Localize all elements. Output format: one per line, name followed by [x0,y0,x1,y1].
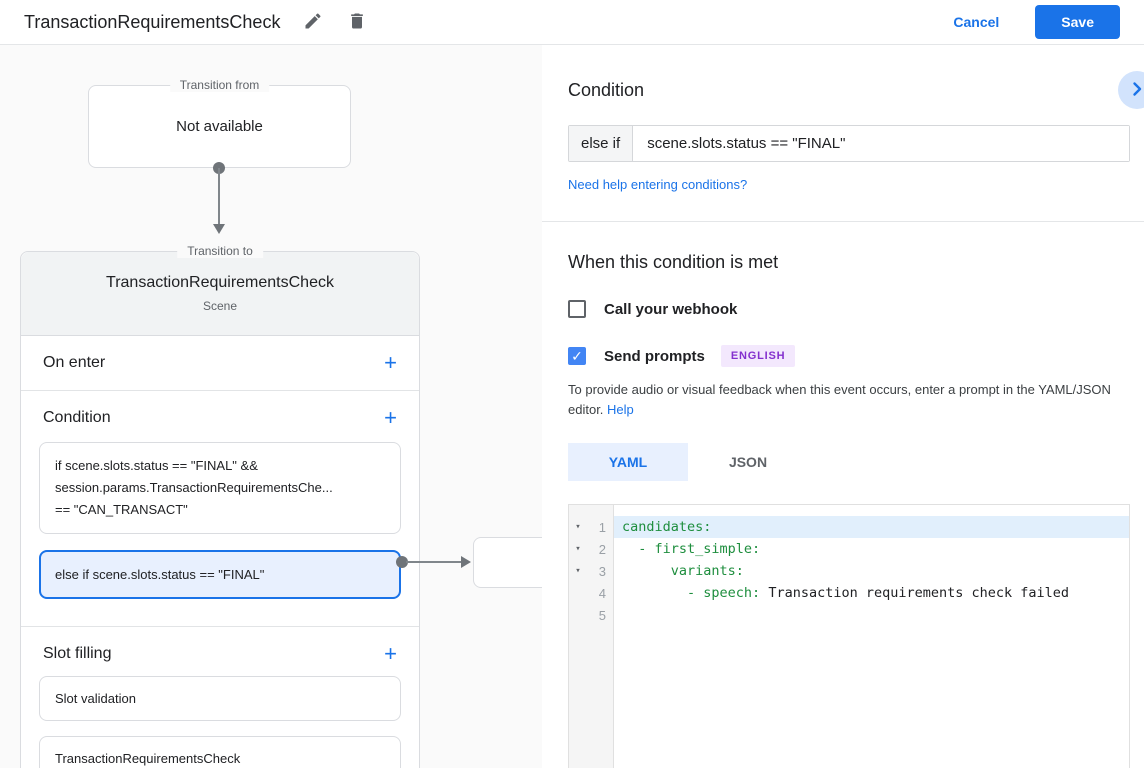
add-condition-button[interactable]: + [384,405,397,430]
condition-if-card[interactable]: if scene.slots.status == "FINAL" && sess… [39,442,401,534]
condition-label: Condition [43,409,111,426]
conditions-help-link[interactable]: Need help entering conditions? [568,177,748,192]
slot-filling-section-header: Slot filling + [21,627,419,676]
connector-dot-right [396,556,408,568]
line-number: 3 [598,563,606,579]
page-title: TransactionRequirementsCheck [24,11,281,32]
slot-validation-card[interactable]: Slot validation [39,676,401,721]
condition-if-line: == "CAN_TRANSACT" [55,502,188,517]
line-number: 1 [598,519,606,535]
delete-scene-button[interactable] [346,11,368,33]
prompt-description: To provide audio or visual feedback when… [568,380,1130,420]
panel-header: Condition [568,71,1144,109]
condition-input-group: else if [568,125,1130,162]
editor-gutter: ▾ 1 ▾ 2 ▾ 3 4 5 [569,505,614,768]
call-webhook-row[interactable]: Call your webhook [568,300,1130,318]
language-badge: ENGLISH [720,345,796,367]
code-line[interactable] [614,604,1129,626]
line-number: 5 [598,607,606,623]
trash-icon [347,11,367,34]
when-condition-met-title: When this condition is met [568,252,779,272]
pencil-icon [303,11,323,34]
connector-hline [406,561,462,563]
send-prompts-label: Send prompts [604,347,705,365]
fold-arrow-icon[interactable]: ▾ [575,566,581,576]
scene-diagram-canvas: Transition from Not available Transition… [0,45,542,768]
send-prompts-row[interactable]: ✓ Send prompts ENGLISH [568,345,1130,367]
slot-transaction-card[interactable]: TransactionRequirementsCheck [39,736,401,768]
divider [21,626,419,627]
prompt-description-text: To provide audio or visual feedback when… [568,382,1111,417]
connector-arrow-down-icon [213,224,225,234]
scene-card-title: TransactionRequirementsCheck [106,274,334,291]
condition-if-line: if scene.slots.status == "FINAL" && [55,458,258,473]
connector-arrow-right-icon [461,556,471,568]
prompt-help-link[interactable]: Help [607,402,634,417]
condition-editor-panel: Condition else if Need help entering con… [542,45,1144,768]
code-line[interactable]: - speech: Transaction requirements check… [687,585,1070,601]
panel-title: Condition [568,80,645,100]
connector-vline [218,168,220,225]
on-enter-label: On enter [43,354,106,371]
divider [21,390,419,391]
code-editor: ▾ 1 ▾ 2 ▾ 3 4 5 candidates: - first_simple: var… [568,504,1130,768]
top-bar: TransactionRequirementsCheck Cancel Save [0,0,1144,45]
call-webhook-checkbox[interactable] [568,300,586,318]
code-line[interactable]: variants: [670,563,744,579]
code-line[interactable]: candidates: [614,516,1129,538]
spacer [21,599,419,626]
condition-if-line: session.params.TransactionRequirementsCh… [55,480,333,495]
send-prompts-checkbox[interactable]: ✓ [568,347,586,365]
tab-json[interactable]: JSON [688,443,808,481]
transition-from-legend: Transition from [169,78,270,92]
edit-scene-button[interactable] [302,11,324,33]
transition-from-content: Not available [176,118,263,135]
save-button[interactable]: Save [1035,5,1120,39]
scene-card: Transition to TransactionRequirementsChe… [20,244,420,768]
condition-else-if-card-selected[interactable]: else if scene.slots.status == "FINAL" [39,550,401,599]
fold-arrow-icon[interactable]: ▾ [575,544,581,554]
scene-card-header: Transition to TransactionRequirementsChe… [21,244,419,336]
on-enter-section: On enter + [21,336,419,390]
add-on-enter-button[interactable]: + [384,350,397,375]
cancel-button[interactable]: Cancel [953,14,1000,30]
editor-code-area[interactable]: candidates: - first_simple: variants: - … [614,505,1129,768]
slot-filling-label: Slot filling [43,645,112,662]
condition-expression-input[interactable] [633,126,1129,161]
tab-yaml[interactable]: YAML [568,443,688,481]
line-number: 4 [598,585,606,601]
code-line[interactable]: - first_simple: [638,541,761,557]
condition-section-header: Condition + [21,391,419,440]
transition-from-box: Transition from Not available [88,78,351,168]
call-webhook-label: Call your webhook [604,300,738,318]
transition-target-box[interactable] [473,537,542,588]
line-number: 2 [598,541,606,557]
collapse-panel-button[interactable] [1118,71,1144,109]
divider [542,221,1144,222]
scene-card-subtitle: Scene [202,299,238,313]
fold-arrow-icon[interactable]: ▾ [575,522,581,532]
add-slot-button[interactable]: + [384,641,397,666]
condition-prefix-label: else if [569,126,634,161]
transition-to-legend: Transition to [177,244,263,258]
chevron-right-icon [1129,81,1144,100]
